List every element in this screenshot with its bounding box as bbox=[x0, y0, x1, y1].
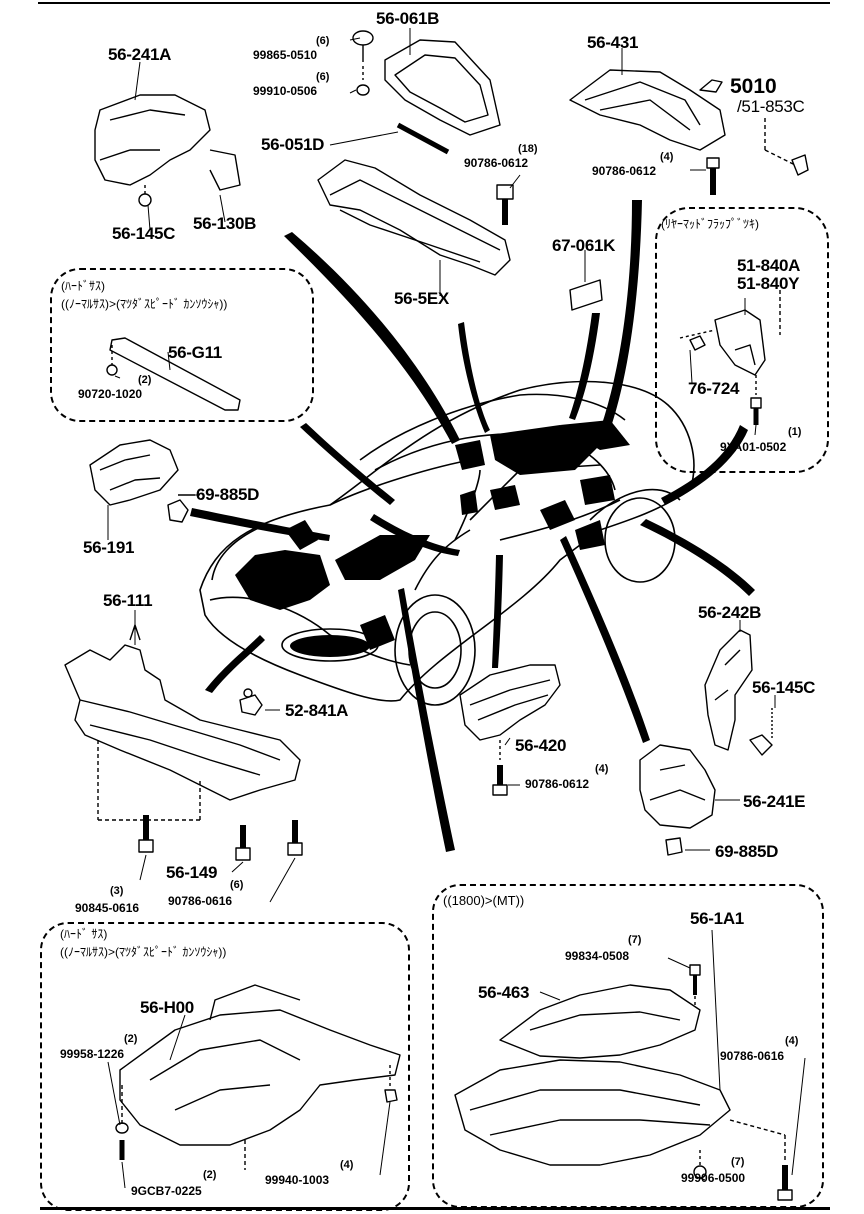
label-qty-7-b: (7) bbox=[731, 1156, 745, 1168]
part-56-191 bbox=[89, 439, 179, 506]
bottom-border bbox=[40, 1207, 830, 1210]
label-56-111: 56-111 bbox=[103, 591, 153, 610]
label-56-061B: 56-061B bbox=[376, 9, 440, 28]
label-76-724: 76-724 bbox=[688, 379, 740, 398]
label-qty-2-a: (2) bbox=[138, 374, 152, 386]
label-56-463: 56-463 bbox=[478, 983, 530, 1002]
part-56-H00 bbox=[115, 984, 401, 1170]
part-56-241E bbox=[639, 744, 716, 829]
label-90786-0612-b: 90786-0612 bbox=[592, 164, 657, 178]
label-condition-1800-mt: ((1800)>(MT)) bbox=[443, 893, 525, 908]
label-qty-18: (18) bbox=[518, 143, 538, 155]
label-69-885D-a: 69-885D bbox=[196, 485, 260, 504]
label-hard-suspension-2: (ﾊｰﾄﾞ ｻｽ) bbox=[60, 927, 108, 941]
part-90786-0616-a bbox=[287, 820, 303, 856]
part-56-463 bbox=[499, 984, 701, 1059]
part-56-G11 bbox=[106, 337, 241, 411]
label-90786-0612-a: 90786-0612 bbox=[464, 156, 529, 170]
label-99958-1226: 99958-1226 bbox=[60, 1047, 125, 1061]
part-56-420 bbox=[459, 664, 561, 796]
leader-wedges bbox=[190, 200, 755, 852]
label-51-840A: 51-840A bbox=[737, 256, 801, 275]
label-99865-0510: 99865-0510 bbox=[253, 48, 318, 62]
label-99834-0508: 99834-0508 bbox=[565, 949, 630, 963]
part-56-242B bbox=[704, 629, 753, 751]
label-5010: 5010 bbox=[730, 75, 777, 98]
label-90786-0616-a: 90786-0616 bbox=[168, 894, 233, 908]
part-56-145C-b bbox=[749, 708, 773, 756]
part-5010 bbox=[699, 79, 809, 176]
label-qty-2-b: (2) bbox=[124, 1033, 138, 1045]
part-56-1A1 bbox=[454, 964, 793, 1201]
part-56-241A bbox=[94, 94, 241, 207]
part-56-111 bbox=[64, 624, 301, 821]
label-qty-6-b: (6) bbox=[316, 71, 330, 83]
label-qty-1: (1) bbox=[788, 426, 802, 438]
label-56-130B: 56-130B bbox=[193, 214, 257, 233]
label-51-853C: /51-853C bbox=[737, 97, 805, 116]
label-qty-4-d: (4) bbox=[785, 1035, 799, 1047]
part-90786-0612-bolt-a bbox=[496, 184, 514, 225]
label-56-420: 56-420 bbox=[515, 736, 567, 755]
label-qty-4-b: (4) bbox=[595, 763, 609, 775]
label-56-242B: 56-242B bbox=[698, 603, 762, 622]
label-90845-0616: 90845-0616 bbox=[75, 901, 140, 915]
label-56-241E: 56-241E bbox=[743, 792, 806, 811]
label-normal-suspension-2: ((ﾉｰﾏﾙｻｽ)>(ﾏﾂﾀﾞｽﾋﾟｰﾄﾞ ｶﾝｿｳｼｬ)) bbox=[60, 945, 227, 959]
car-highlighted-parts bbox=[235, 420, 630, 657]
label-qty-6-c: (6) bbox=[230, 879, 244, 891]
label-9YA01-0502: 9YA01-0502 bbox=[720, 440, 787, 454]
label-qty-3: (3) bbox=[110, 885, 124, 897]
label-90786-0612-c: 90786-0612 bbox=[525, 777, 590, 791]
hard-suspension-group-2 bbox=[40, 922, 410, 1211]
label-56-G11: 56-G11 bbox=[168, 343, 222, 362]
label-56-5EX: 56-5EX bbox=[394, 289, 449, 308]
label-56-145C-a: 56-145C bbox=[112, 224, 176, 243]
leader-lines bbox=[107, 28, 806, 1189]
label-normal-suspension-1: ((ﾉｰﾏﾙｻｽ)>(ﾏﾂﾀﾞｽﾋﾟｰﾄﾞ ｶﾝｿｳｼｬ)) bbox=[61, 297, 228, 311]
part-56-149 bbox=[235, 825, 251, 861]
part-56-061B bbox=[384, 39, 501, 155]
label-52-841A: 52-841A bbox=[285, 701, 349, 720]
label-69-885D-b: 69-885D bbox=[715, 842, 779, 861]
label-90720-1020: 90720-1020 bbox=[78, 387, 143, 401]
label-hard-suspension-1: (ﾊｰﾄﾞｻｽ) bbox=[61, 279, 105, 293]
part-90845-0616 bbox=[138, 815, 154, 853]
label-99906-0500: 99906-0500 bbox=[681, 1171, 746, 1185]
label-qty-6-a: (6) bbox=[316, 35, 330, 47]
hard-suspension-group-1 bbox=[50, 268, 314, 422]
label-99940-1003: 99940-1003 bbox=[265, 1173, 330, 1187]
part-69-885D-a bbox=[167, 494, 195, 523]
part-69-885D-b bbox=[665, 837, 683, 856]
label-qty-4-c: (4) bbox=[340, 1159, 354, 1171]
label-qty-2-c: (2) bbox=[203, 1169, 217, 1181]
part-99865-0510 bbox=[352, 30, 374, 96]
label-56-051D: 56-051D bbox=[261, 135, 325, 154]
label-67-061K: 67-061K bbox=[552, 236, 616, 255]
label-56-241A: 56-241A bbox=[108, 45, 172, 64]
label-56-H00: 56-H00 bbox=[140, 998, 194, 1017]
label-51-840Y: 51-840Y bbox=[737, 274, 800, 293]
part-67-061K bbox=[569, 279, 603, 311]
label-56-431: 56-431 bbox=[587, 33, 639, 52]
label-90786-0616-b: 90786-0616 bbox=[720, 1049, 785, 1063]
label-rear-mat-flap: (ﾘﾔｰﾏｯﾄﾞﾌﾗｯﾌﾟﾞﾂｷ) bbox=[661, 217, 759, 231]
top-border bbox=[38, 2, 830, 4]
label-56-145C-b: 56-145C bbox=[752, 678, 816, 697]
label-99910-0506: 99910-0506 bbox=[253, 84, 318, 98]
part-56-5EX bbox=[317, 159, 511, 276]
label-9GCB7-0225: 9GCB7-0225 bbox=[131, 1184, 202, 1198]
part-52-841A bbox=[239, 688, 263, 716]
part-51-840A bbox=[679, 290, 781, 425]
label-qty-4-a: (4) bbox=[660, 151, 674, 163]
label-56-1A1: 56-1A1 bbox=[690, 909, 744, 928]
label-56-191: 56-191 bbox=[83, 538, 135, 557]
part-56-431 bbox=[569, 69, 726, 195]
label-qty-7-a: (7) bbox=[628, 934, 642, 946]
label-56-149: 56-149 bbox=[166, 863, 218, 882]
rear-mat-flap-group bbox=[655, 207, 829, 473]
